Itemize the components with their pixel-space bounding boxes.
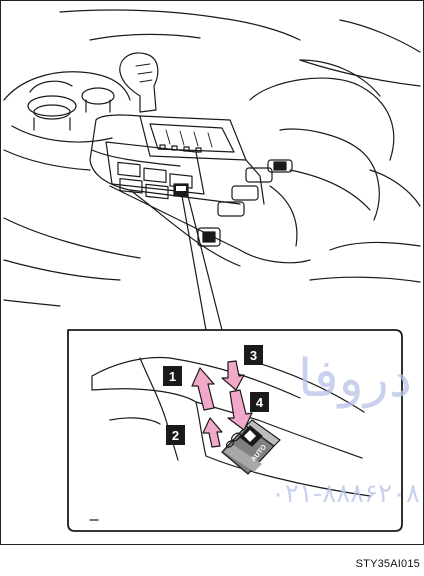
svg-text:2: 2 <box>172 428 179 443</box>
svg-text:1: 1 <box>169 369 176 384</box>
figure-code: STY35AI015 <box>356 558 420 570</box>
console-illustration: 1 2 3 4 AUTO دروفا ۰۲۱-۸۸۸۶۲۰۸ <box>0 0 424 545</box>
step-label-1: 1 <box>163 366 182 386</box>
svg-text:دروفا: دروفا <box>298 349 412 409</box>
svg-text:4: 4 <box>256 395 264 410</box>
step-label-2: 2 <box>166 425 185 445</box>
center-console-drawing <box>4 10 420 330</box>
step-label-3: 3 <box>244 345 263 365</box>
svg-text:3: 3 <box>250 348 257 363</box>
svg-text:۰۲۱-۸۸۸۶۲۰۸: ۰۲۱-۸۸۸۶۲۰۸ <box>271 479 420 509</box>
step-label-4: 4 <box>250 392 269 412</box>
